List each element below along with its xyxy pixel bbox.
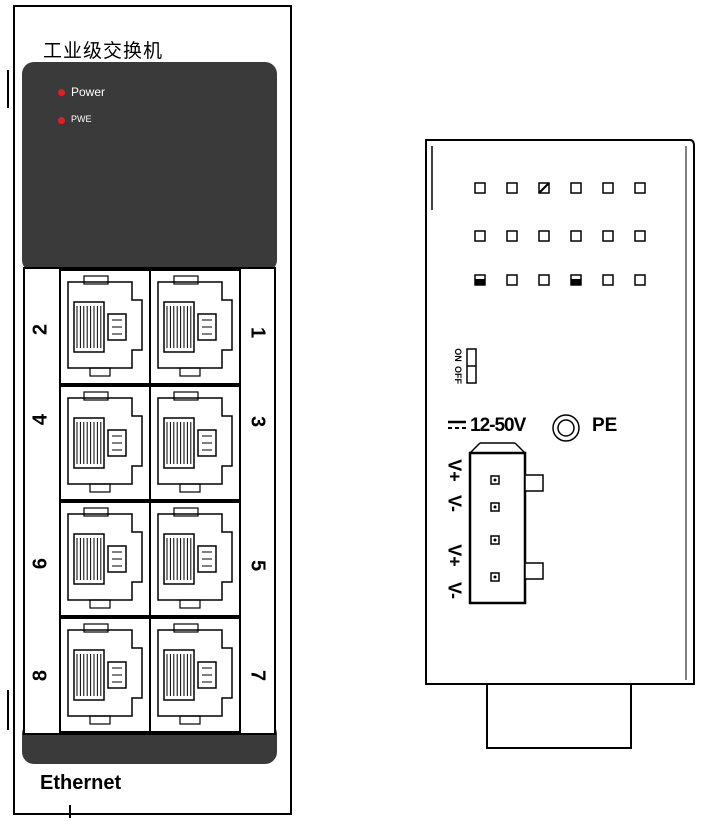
vent-hole xyxy=(570,182,582,194)
vent-hole xyxy=(634,230,646,242)
port-number-6: 6 xyxy=(29,557,52,570)
din-clip xyxy=(486,683,632,749)
port-number-3: 3 xyxy=(246,415,269,428)
pwe-indicator-label: PWE xyxy=(71,114,92,124)
ethernet-ports xyxy=(59,269,241,733)
vent-hole xyxy=(570,230,582,242)
terminal-screws xyxy=(490,475,500,582)
port-number-4: 4 xyxy=(29,413,52,426)
port-number-7: 7 xyxy=(246,669,269,682)
vent-hole xyxy=(506,182,518,194)
dip-on-label: ON xyxy=(453,348,463,362)
rj45-port-6[interactable] xyxy=(59,501,151,617)
vent-hole xyxy=(506,230,518,242)
rj45-port-2[interactable] xyxy=(59,269,151,385)
power-indicator-label: Power xyxy=(71,85,106,99)
vent-hole xyxy=(602,182,614,194)
rj45-port-8[interactable] xyxy=(59,617,151,733)
rj45-port-7[interactable] xyxy=(149,617,241,733)
power-terminal-block xyxy=(468,442,544,605)
pe-label: PE xyxy=(592,415,618,436)
vent-hole xyxy=(538,230,550,242)
vent-hole xyxy=(506,274,518,286)
port-number-5: 5 xyxy=(246,559,269,572)
front-view xyxy=(7,5,292,818)
rj45-port-4[interactable] xyxy=(59,385,151,501)
port-number-1: 1 xyxy=(246,326,269,339)
terminal-latch-top xyxy=(524,474,544,492)
dip-off-label: OFF xyxy=(453,366,463,384)
terminal-latch-bottom xyxy=(524,562,544,580)
terminal-label-v-plus-2: V+ xyxy=(444,544,465,567)
terminal-label-v-minus-1: V- xyxy=(444,494,465,512)
ethernet-label: Ethernet xyxy=(40,772,122,794)
rj45-port-1[interactable] xyxy=(149,269,241,385)
side-housing xyxy=(425,139,695,685)
port-number-2: 2 xyxy=(29,323,52,336)
rj45-port-5[interactable] xyxy=(149,501,241,617)
rj45-port-3[interactable] xyxy=(149,385,241,501)
vent-hole xyxy=(474,230,486,242)
vent-holes xyxy=(474,182,646,286)
terminal-label-v-minus-2: V- xyxy=(444,581,465,599)
terminal-label-v-plus-1: V+ xyxy=(444,459,465,482)
vent-hole xyxy=(634,182,646,194)
voltage-label: 12-50V xyxy=(470,415,526,436)
dip-switch xyxy=(466,348,477,384)
pe-terminal-hole xyxy=(557,419,575,437)
device-title: 工业级交换机 xyxy=(43,41,164,62)
vent-hole xyxy=(538,274,550,286)
vent-hole xyxy=(634,274,646,286)
dc-symbol-icon xyxy=(448,420,466,429)
vent-hole xyxy=(602,230,614,242)
indicator-window xyxy=(22,62,277,272)
vent-hole xyxy=(474,182,486,194)
side-view xyxy=(425,139,695,749)
vent-hole xyxy=(602,274,614,286)
port-number-8: 8 xyxy=(29,669,52,682)
power-led-icon xyxy=(58,89,65,96)
pwe-led-icon xyxy=(58,117,65,124)
